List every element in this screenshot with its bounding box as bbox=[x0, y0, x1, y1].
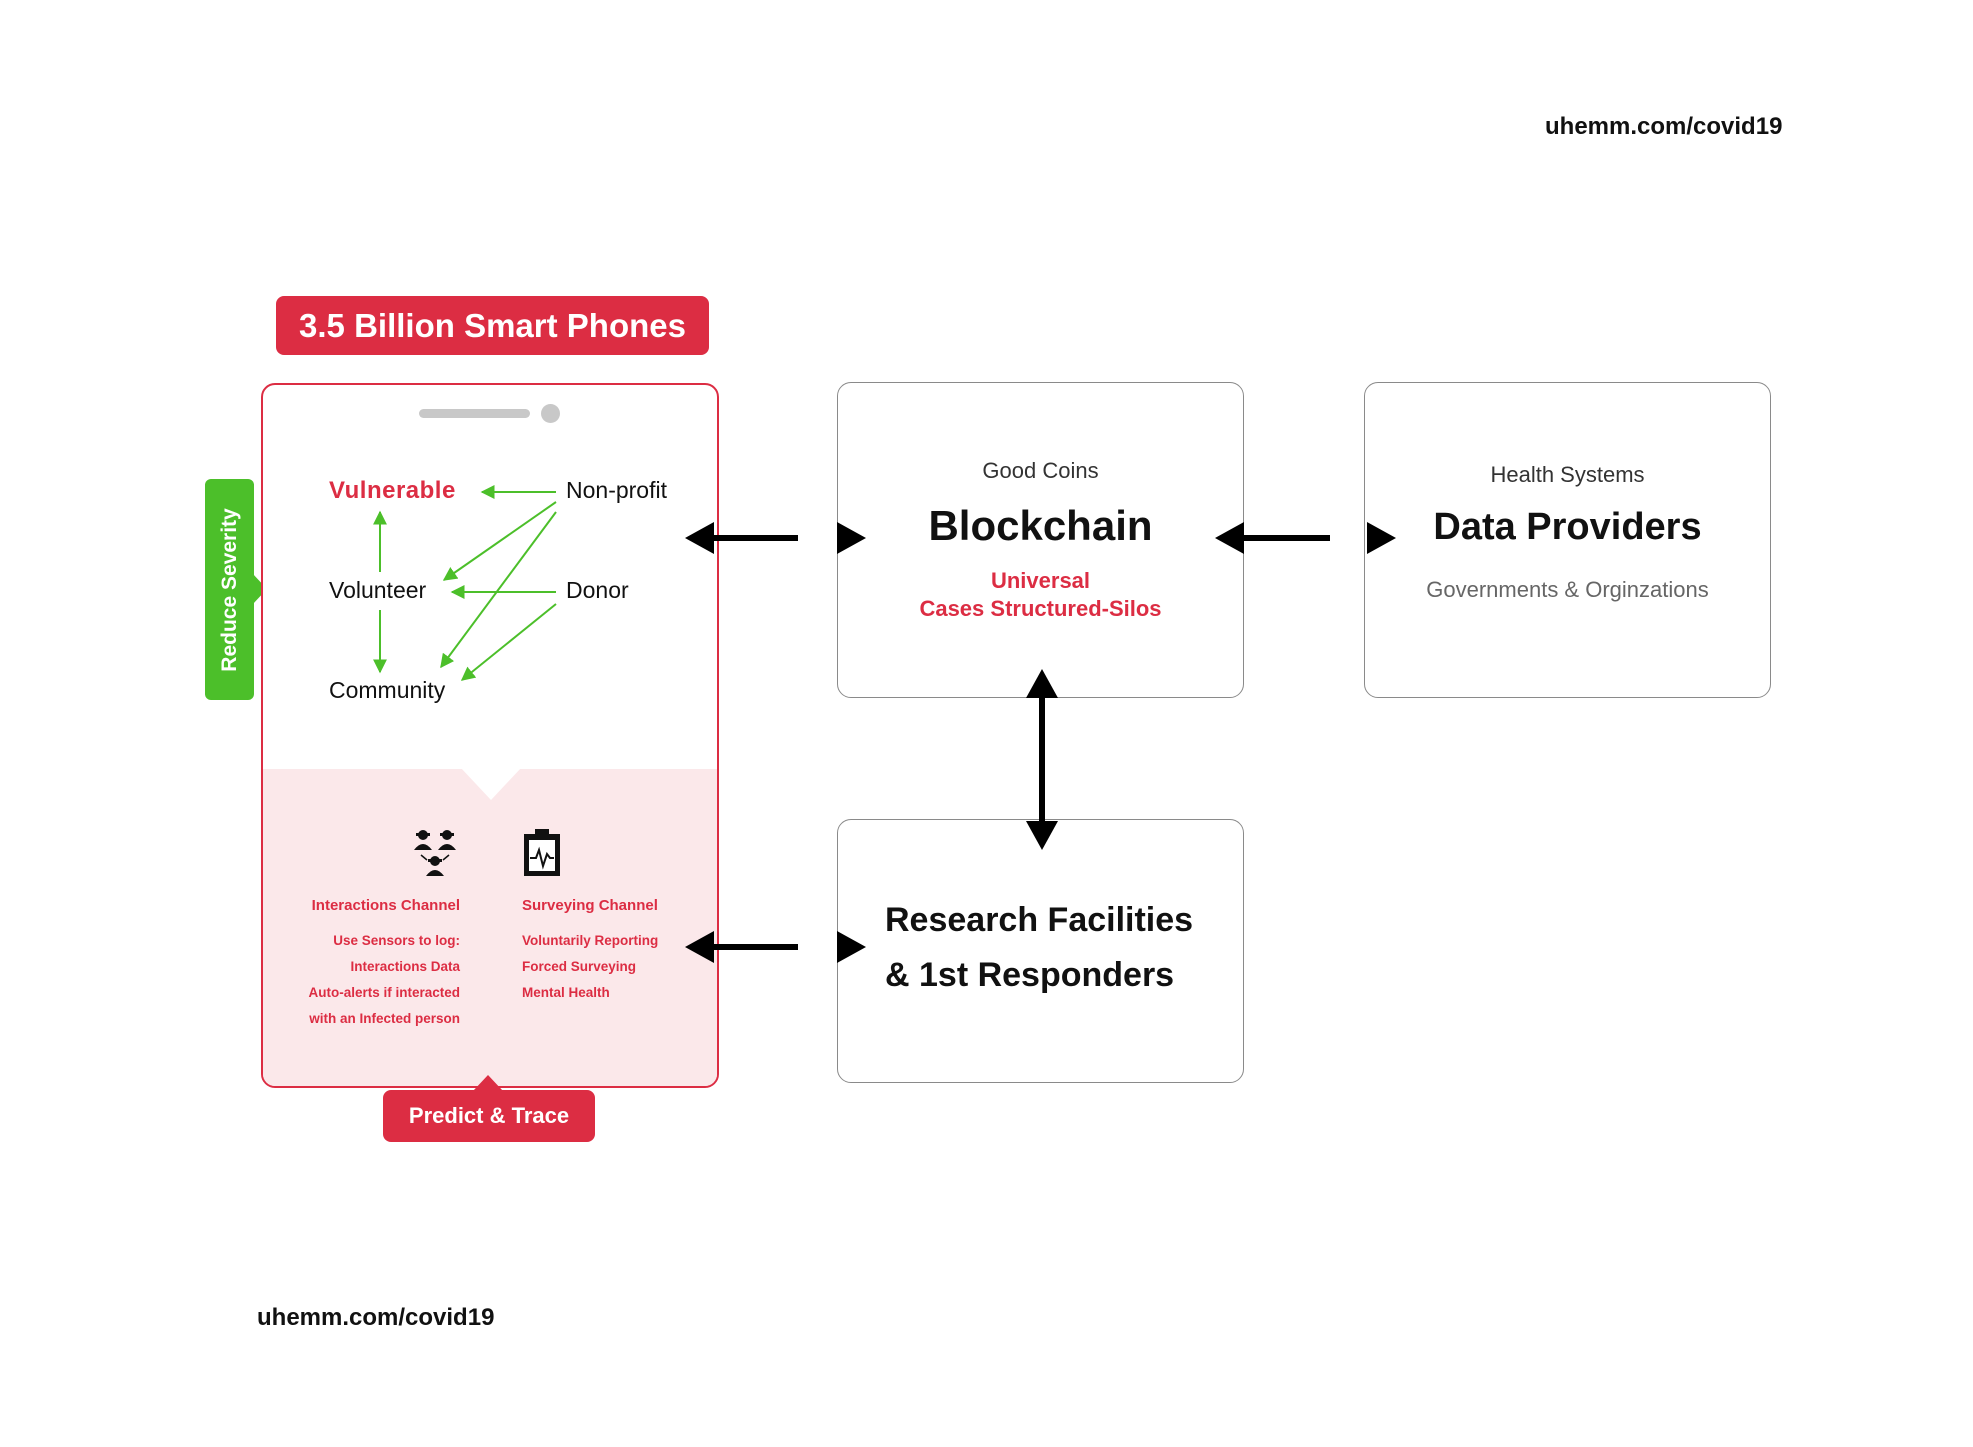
phone-title-badge: 3.5 Billion Smart Phones bbox=[276, 296, 709, 355]
phone-frame bbox=[261, 383, 719, 1088]
node-nonprofit: Non-profit bbox=[566, 477, 667, 503]
providers-sub: Governments & Orginzations bbox=[1426, 577, 1709, 602]
node-volunteer: Volunteer bbox=[329, 577, 427, 603]
blockchain-kicker: Good Coins bbox=[982, 458, 1099, 483]
blockchain-sub-universal: Universal bbox=[990, 568, 1091, 593]
research-box: Research Facilities & 1st Responders bbox=[837, 819, 1244, 1083]
badge-pointer-icon bbox=[253, 574, 267, 604]
predict-trace-badge: Predict & Trace bbox=[383, 1090, 595, 1142]
data-providers-box: Health Systems Data Providers Government… bbox=[1364, 382, 1771, 698]
section-notch bbox=[461, 768, 521, 800]
blockchain-sub-silos: Cases Structured-Silos bbox=[919, 596, 1162, 621]
surveying-channel-details: Voluntarily Reporting Forced Surveying M… bbox=[522, 928, 658, 1006]
interactions-channel-title: Interactions Channel bbox=[311, 897, 460, 914]
blockchain-title: Blockchain bbox=[928, 502, 1153, 549]
surveying-line: Mental Health bbox=[522, 985, 610, 1000]
phone-speaker bbox=[419, 409, 530, 418]
research-title-line2: & 1st Responders bbox=[885, 956, 1175, 994]
predict-badge-pointer-icon bbox=[473, 1075, 503, 1091]
node-donor: Donor bbox=[566, 577, 629, 603]
interactions-line: Interactions Data bbox=[350, 959, 460, 974]
phone-lower-section bbox=[263, 769, 717, 1086]
providers-title: Data Providers bbox=[1433, 506, 1702, 548]
interactions-line: with an Infected person bbox=[309, 1011, 460, 1026]
interactions-line: Use Sensors to log: bbox=[333, 933, 460, 948]
footer-url[interactable]: uhemm.com/covid19 bbox=[257, 1304, 495, 1331]
header-url[interactable]: uhemm.com/covid19 bbox=[1545, 113, 1783, 140]
clipboard-survey-icon bbox=[524, 829, 560, 876]
reduce-severity-label: Reduce Severity bbox=[217, 507, 241, 672]
reduce-severity-badge: Reduce Severity bbox=[205, 479, 267, 700]
surveying-line: Forced Surveying bbox=[522, 959, 637, 974]
node-community: Community bbox=[329, 677, 446, 703]
interactions-line: Auto-alerts if interacted bbox=[308, 985, 460, 1000]
research-title-line1: Research Facilities bbox=[885, 901, 1194, 939]
blockchain-box: Good Coins Blockchain Universal Cases St… bbox=[837, 382, 1244, 698]
interactions-channel-details: Use Sensors to log: Interactions Data Au… bbox=[272, 928, 460, 1032]
surveying-channel-title: Surveying Channel bbox=[522, 897, 658, 914]
people-interaction-icon bbox=[414, 830, 456, 876]
surveying-line: Voluntarily Reporting bbox=[522, 933, 659, 948]
providers-kicker: Health Systems bbox=[1490, 462, 1645, 487]
phone-camera bbox=[541, 404, 560, 423]
node-vulnerable: Vulnerable bbox=[329, 477, 456, 504]
